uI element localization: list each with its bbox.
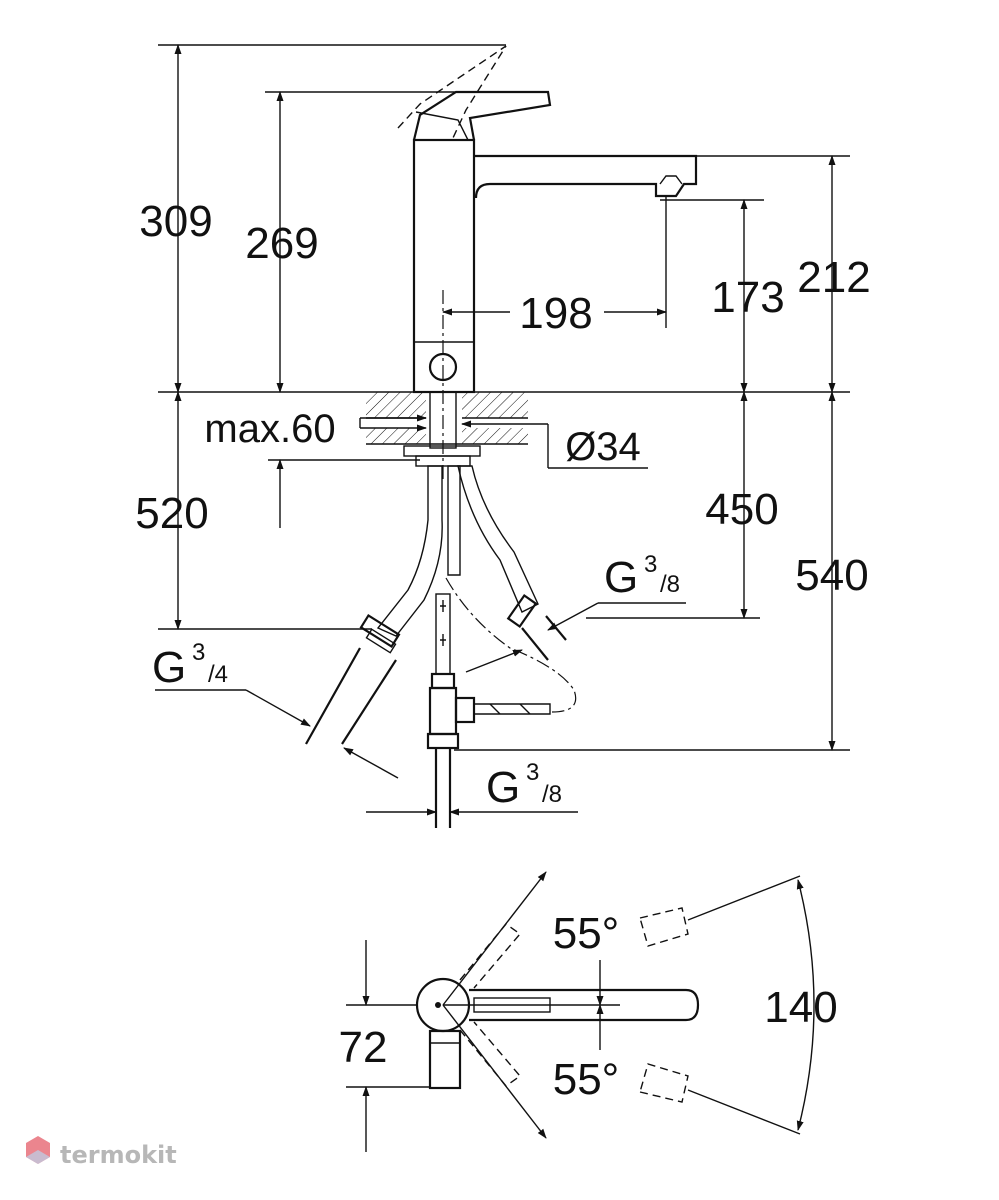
dim-max60: max.60 (204, 407, 335, 451)
left-braided-hose (376, 465, 443, 637)
dim-269: 269 (245, 219, 318, 268)
svg-text:3: 3 (192, 639, 205, 666)
svg-text:3: 3 (644, 551, 657, 578)
dim-540: 540 (795, 551, 868, 600)
dim-212: 212 (797, 253, 870, 302)
angle-valve (428, 686, 458, 736)
thread-label-right: G 3 /8 (604, 551, 680, 602)
svg-text:/8: /8 (542, 781, 562, 808)
dim-450: 450 (705, 485, 778, 534)
dim-198: 198 (519, 289, 592, 338)
dim-140: 140 (764, 983, 837, 1032)
lever-open-position (397, 45, 507, 141)
svg-text:/4: /4 (208, 661, 228, 688)
right-braided-hose (457, 465, 539, 613)
watermark-text: termokit (60, 1141, 177, 1169)
svg-text:G: G (152, 643, 186, 692)
thread-label-bottom: G 3 /8 (486, 759, 562, 812)
svg-text:3: 3 (526, 759, 539, 786)
thread-label-left: G 3 /4 (152, 639, 228, 692)
lever-handle (412, 90, 552, 141)
lever-top (428, 1029, 462, 1090)
watermark-logo-icon (26, 1136, 50, 1164)
dim-173: 173 (711, 273, 784, 322)
angle-label-bottom: 55° (553, 1055, 620, 1104)
countertop-section (366, 391, 528, 467)
dim-diameter-34: Ø34 (565, 425, 641, 469)
faucet-side-view (397, 45, 698, 480)
dim-72: 72 (339, 1023, 388, 1072)
watermark: termokit (26, 1136, 177, 1169)
spout-top (469, 988, 700, 1022)
dim-520: 520 (135, 489, 208, 538)
dimension-labels: 309 269 198 173 212 max.60 Ø34 520 450 5… (135, 197, 870, 1104)
dim-309: 309 (139, 197, 212, 246)
svg-text:/8: /8 (660, 571, 680, 598)
pullout-hose-path (445, 577, 577, 713)
dimension-lines-side (155, 44, 850, 816)
svg-text:G: G (486, 763, 520, 812)
spout (474, 154, 698, 199)
svg-text:G: G (604, 553, 638, 602)
angle-label-top: 55° (553, 909, 620, 958)
faucet-top-view (346, 871, 815, 1152)
center-braided-hose (447, 465, 461, 576)
